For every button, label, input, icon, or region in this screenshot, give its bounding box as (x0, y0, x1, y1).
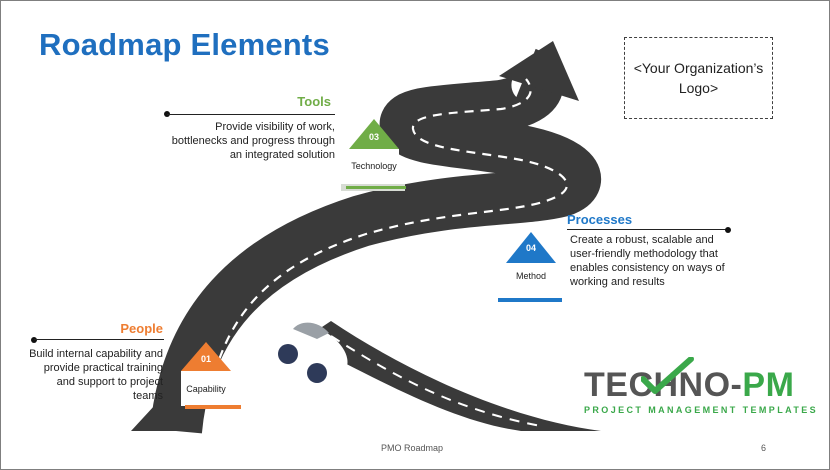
people-rule (34, 339, 164, 340)
logo-placeholder[interactable]: <Your Organization’s Logo> (624, 37, 773, 119)
badge-03-label: Technology (351, 161, 397, 171)
brand-name: TECHNO-PM (584, 367, 818, 403)
processes-heading: Processes (567, 212, 633, 227)
footer-title: PMO Roadmap (381, 443, 444, 453)
brand-name-part2: PM (742, 366, 795, 404)
tools-description: Provide visibility of work, bottlenecks … (171, 121, 335, 161)
badge-01-icon (181, 342, 241, 409)
badge-01-number: 01 (200, 354, 211, 364)
badge-04-icon (498, 232, 562, 302)
brand-tagline: PROJECT MANAGEMENT TEMPLATES (584, 405, 819, 415)
tools-heading: Tools (297, 94, 331, 109)
road-center-line (204, 78, 568, 422)
road-arrow-head (499, 41, 579, 101)
processes-rule (567, 229, 727, 230)
people-bullet (31, 337, 37, 343)
badge-03-number: 03 (368, 132, 379, 142)
badge-01-label: Capability (186, 384, 226, 394)
road-body (150, 48, 601, 434)
road-base-right (301, 321, 601, 431)
page-number: 6 (761, 443, 767, 453)
slide-title: Roadmap Elements (39, 27, 330, 62)
checkmark-icon (641, 357, 694, 394)
tools-rule (167, 114, 335, 115)
processes-description: Create a robust, scalable and user-frien… (570, 234, 725, 288)
brand-logo: TECHNO-PM PROJECT MANAGEMENT TEMPLATES (584, 367, 818, 415)
badge-03-icon (341, 119, 406, 191)
people-description: Build internal capability and provide pr… (29, 348, 163, 402)
badge-04-label: Method (515, 271, 547, 281)
car-icon (268, 322, 348, 383)
processes-bullet (725, 227, 731, 233)
road-edge-line (330, 335, 542, 427)
people-heading: People (120, 321, 163, 336)
badge-04-number: 04 (525, 243, 536, 253)
